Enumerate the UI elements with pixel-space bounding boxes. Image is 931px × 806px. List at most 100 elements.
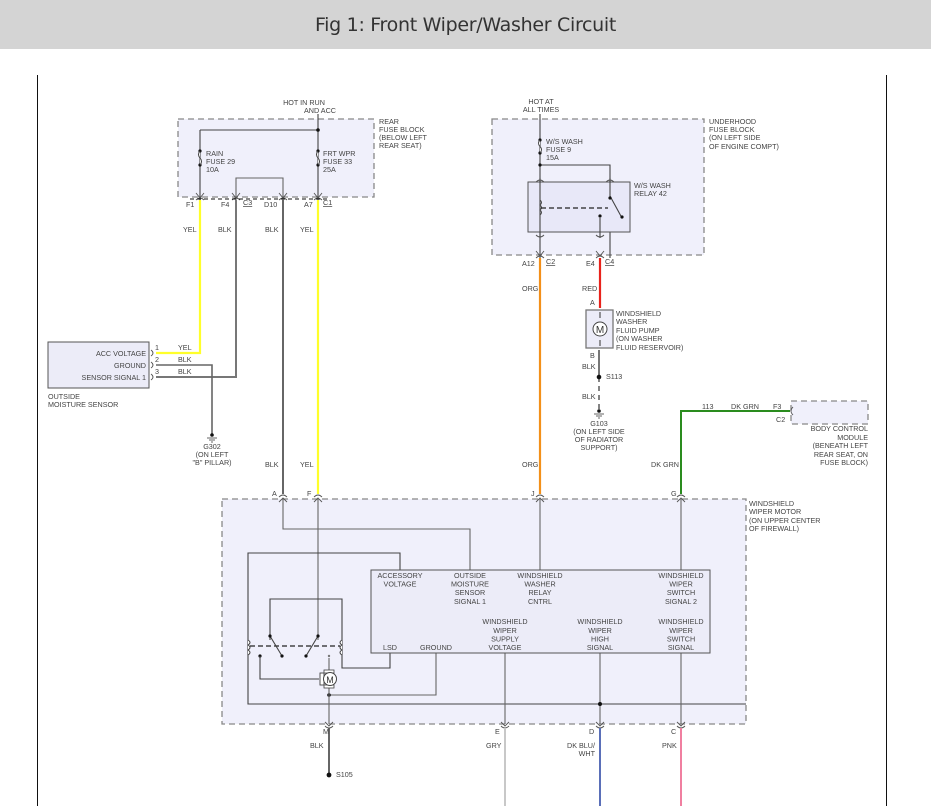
wiper-motor-label: WIPER MOTOR bbox=[749, 507, 801, 516]
relay-wiring bbox=[539, 178, 623, 238]
module-top-labels: ACCESSORYVOLTAGEOUTSIDEMOISTURESENSORSIG… bbox=[377, 571, 703, 606]
pump-label: (ON WASHER bbox=[616, 334, 662, 343]
underhood-label: FUSE BLOCK bbox=[709, 125, 755, 134]
module-label-ground: GROUND bbox=[420, 643, 452, 652]
wire-label-red: RED bbox=[582, 284, 597, 293]
bcm-label: BODY CONTROL bbox=[811, 424, 868, 433]
module-label-switch-signal: WIPER bbox=[669, 626, 693, 635]
connector-c3: C3 bbox=[243, 198, 252, 207]
sensor-row-acc: ACC VOLTAGE bbox=[96, 349, 146, 358]
module-label-outside-moisture-sensor-signal: MOISTURE bbox=[451, 580, 489, 589]
pin-f: F bbox=[307, 489, 312, 498]
pin-j: J bbox=[531, 489, 535, 498]
pin-d10: D10 bbox=[264, 200, 277, 209]
internal-wire-relay-switch bbox=[539, 499, 682, 570]
wire-label-blk: BLK bbox=[178, 355, 192, 364]
underhood-label: (ON LEFT SIDE bbox=[709, 133, 761, 142]
wiper-motor-label: OF FIREWALL) bbox=[749, 524, 799, 533]
supply-label-line1: HOT AT bbox=[528, 97, 554, 106]
wire-label-dk-grn: DK GRN bbox=[651, 460, 679, 469]
relay-label: RELAY 42 bbox=[634, 189, 667, 198]
module-label-washer-relay-control: CNTRL bbox=[528, 597, 552, 606]
module-label-outside-moisture-sensor-signal: SENSOR bbox=[455, 588, 485, 597]
wiper-motor-symbol: M bbox=[326, 675, 334, 685]
module-label-high-signal: WINDSHIELD bbox=[577, 617, 622, 626]
wire-dk-grn bbox=[680, 410, 790, 494]
rear-fuse-block-label: FUSE BLOCK bbox=[379, 125, 425, 134]
internal-wire-lsd bbox=[269, 598, 391, 669]
pin-a12: A12 bbox=[522, 259, 535, 268]
connector-c1: C1 bbox=[323, 198, 332, 207]
wiper-motor-icon bbox=[319, 669, 337, 689]
pin-f4: F4 bbox=[221, 200, 229, 209]
sensor-label: MOISTURE SENSOR bbox=[48, 400, 118, 409]
wiper-control-module bbox=[370, 569, 711, 654]
fuse-frt-rating: 25A bbox=[323, 165, 336, 174]
splice-dot bbox=[316, 128, 320, 132]
wiper-motor-label: (ON UPPER CENTER bbox=[749, 516, 820, 525]
wire-label-pnk: PNK bbox=[662, 741, 677, 750]
module-label-switch-signal: SWITCH bbox=[667, 634, 695, 643]
module-label-washer-relay-control: WINDSHIELD bbox=[517, 571, 562, 580]
frame-left-border bbox=[37, 75, 38, 806]
wire-label-gry: GRY bbox=[486, 741, 502, 750]
circuit-number: 113 bbox=[702, 402, 713, 411]
module-label-wiper-switch-signal-2: WINDSHIELD bbox=[658, 571, 703, 580]
module-label-high-signal: HIGH bbox=[591, 634, 609, 643]
module-label-wiper-switch-signal-2: SWITCH bbox=[667, 588, 695, 597]
relay-label: W/S WASH bbox=[634, 181, 671, 190]
internal-wire-ground bbox=[329, 653, 437, 696]
module-label-wiper-switch-signal-2: SIGNAL 2 bbox=[665, 597, 697, 606]
pin-3: 3 bbox=[155, 367, 159, 376]
ground-g103-location: SUPPORT) bbox=[580, 443, 617, 452]
bcm-box bbox=[790, 400, 869, 425]
bcm-connector-symbol bbox=[790, 406, 794, 416]
wire-label-blk: BLK bbox=[178, 367, 192, 376]
module-label-washer-relay-control: RELAY bbox=[528, 588, 551, 597]
pin-f1: F1 bbox=[186, 200, 194, 209]
ground-g302-icon bbox=[207, 433, 217, 443]
rear-fuse-block-label: REAR bbox=[379, 117, 399, 126]
pump-pin-b: B bbox=[590, 351, 595, 360]
module-label-washer-relay-control: WASHER bbox=[524, 580, 555, 589]
wire-label-org: ORG bbox=[522, 284, 539, 293]
wire-label-wht: WHT bbox=[579, 749, 596, 758]
module-label-outside-moisture-sensor-signal: OUTSIDE bbox=[454, 571, 486, 580]
supply-label-line1: HOT IN RUN bbox=[283, 98, 325, 107]
pump-motor-icon bbox=[592, 321, 608, 337]
fuse-label: FUSE 9 bbox=[546, 145, 571, 154]
splice-s105-label: S105 bbox=[336, 770, 353, 779]
supply-label-line2: ALL TIMES bbox=[523, 105, 560, 114]
ground-jumper-wire bbox=[235, 177, 284, 200]
rear-fuse-block: HOT IN RUN AND ACC REAR FUSE BLOCK (BELO… bbox=[177, 98, 428, 209]
rear-fuse-block-label: REAR SEAT) bbox=[379, 141, 422, 150]
module-label-supply-voltage: WIPER bbox=[493, 626, 517, 635]
ground-g302-location: (ON LEFT bbox=[196, 450, 229, 459]
fuse-rain-icon bbox=[198, 149, 202, 167]
ground-g103-location: OF RADIATOR bbox=[575, 435, 623, 444]
pin-d: D bbox=[589, 727, 594, 736]
pin-1: 1 bbox=[155, 343, 159, 352]
splice-dot bbox=[598, 702, 602, 706]
underhood-label: OF ENGINE COMPT) bbox=[709, 142, 779, 151]
module-label-switch-signal: SIGNAL bbox=[668, 643, 694, 652]
ground-g103-location: (ON LEFT SIDE bbox=[573, 427, 625, 436]
bcm-label: REAR SEAT, ON bbox=[814, 450, 868, 459]
washer-fluid-pump: A M WINDSHIELD WASHER FLUID PUMP (ON WAS… bbox=[585, 298, 683, 360]
module-label-supply-voltage: VOLTAGE bbox=[489, 643, 522, 652]
splice-s113-label: S113 bbox=[606, 372, 622, 381]
pump-pin-a: A bbox=[590, 298, 595, 307]
module-label-supply-voltage: SUPPLY bbox=[491, 634, 519, 643]
underhood-fuse-block: HOT AT ALL TIMES UNDERHOOD FUSE BLOCK (O… bbox=[491, 97, 779, 268]
module-label-wiper-switch-signal-2: WIPER bbox=[669, 580, 693, 589]
fuse-rating: 15A bbox=[546, 153, 559, 162]
figure-title: Fig 1: Front Wiper/Washer Circuit bbox=[314, 13, 617, 36]
wire-label-yel: YEL bbox=[300, 225, 314, 234]
ground-g302-label: G302 bbox=[203, 442, 221, 451]
ground-g103-icon bbox=[594, 409, 604, 419]
sensor-label: OUTSIDE bbox=[48, 392, 80, 401]
wire-label-blk: BLK bbox=[310, 741, 324, 750]
switch-contacts bbox=[269, 635, 319, 657]
internal-wire-sensor-signal bbox=[282, 499, 471, 570]
bcm-label: MODULE bbox=[837, 433, 868, 442]
